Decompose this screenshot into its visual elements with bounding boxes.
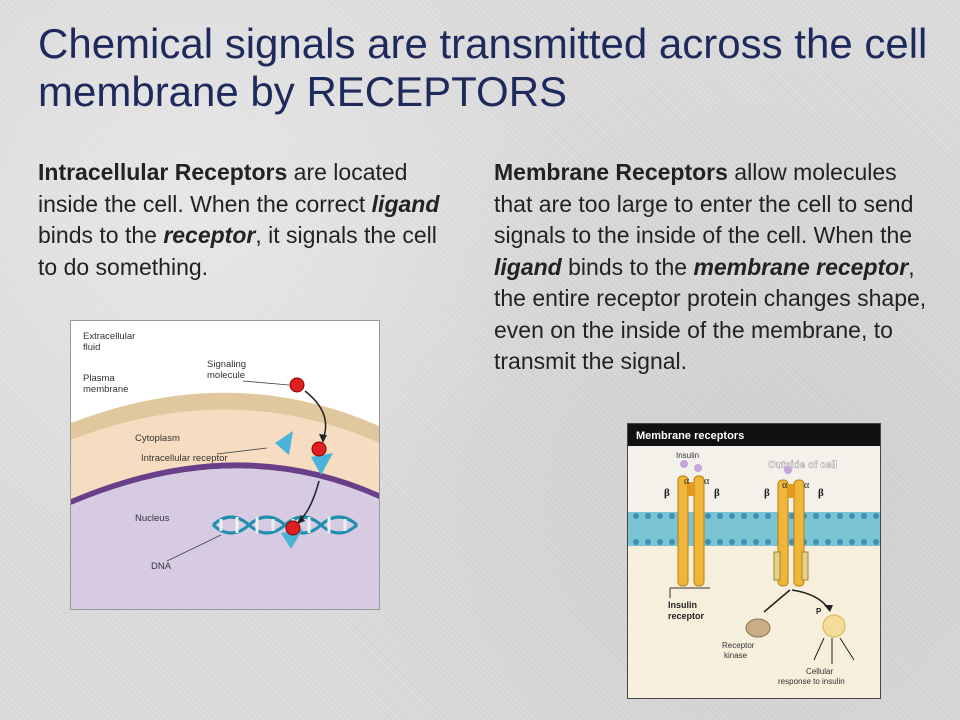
- intracellular-receptors-text: Intracellular Receptors are located insi…: [38, 157, 458, 283]
- label-line: Insulin: [668, 600, 697, 610]
- label-line: Plasma: [83, 373, 115, 384]
- intracellular-receptor-shape: [275, 431, 293, 455]
- bound-ligand: [311, 441, 327, 457]
- insulin-molecule: [784, 466, 792, 474]
- signaling-molecule: [289, 377, 305, 393]
- alpha-label: α: [782, 480, 788, 491]
- label-dna: DNA: [151, 561, 172, 572]
- label-line: molecule: [207, 370, 245, 381]
- ligand-on-dna: [285, 520, 301, 536]
- beta-label: β: [664, 487, 670, 499]
- label-line: Receptor: [722, 641, 755, 650]
- label-line: membrane: [83, 384, 128, 395]
- nucleus-region: [71, 468, 379, 609]
- label-line: response to insulin: [778, 677, 845, 686]
- insulin-receptor-unbound: [677, 475, 705, 587]
- arrow-head: [319, 434, 327, 443]
- text-span: , the entire receptor protein changes sh…: [494, 253, 927, 375]
- label-line: kinase: [724, 651, 748, 660]
- ligand-term: ligand: [494, 253, 562, 280]
- alpha-label: α: [804, 480, 810, 491]
- label-line: Signaling: [207, 359, 246, 370]
- insulin-molecule: [680, 460, 688, 468]
- text-span: allow molecules that are too large to en…: [494, 159, 914, 248]
- label-line: Cellular: [806, 667, 833, 676]
- insulin-label: Insulin: [676, 451, 699, 460]
- insulin-receptor-bound: [773, 479, 809, 587]
- intracellular-receptors-term: Intracellular Receptors: [38, 159, 288, 185]
- membrane-receptors-text: Membrane Receptors allow molecules that …: [494, 157, 934, 378]
- slide-title: Chemical signals are transmitted across …: [38, 20, 928, 115]
- plasma-membrane-band: [71, 392, 379, 443]
- receptor-ligand-complex: [311, 453, 333, 475]
- membrane-receptors-term: Membrane Receptors: [494, 159, 728, 185]
- nuclear-envelope: [71, 462, 379, 505]
- text-span: binds to the: [561, 253, 694, 280]
- membrane-receptor-term: membrane receptor: [693, 253, 909, 280]
- membrane-receptor-figure: Membrane receptors Outside of cell Ins: [627, 423, 881, 699]
- alpha-label: α: [684, 476, 690, 487]
- outside-of-cell-label: Outside of cell: [768, 460, 837, 471]
- text-span: binds to the: [38, 222, 164, 248]
- text-span: , it signals the cell to do something.: [38, 222, 437, 280]
- label-intracellular-receptor: Intracellular receptor: [141, 453, 228, 464]
- membrane-diagram: Membrane receptors Outside of cell Ins: [628, 424, 880, 698]
- receptor-kinase-shape: [745, 618, 771, 638]
- beta-label: β: [818, 487, 824, 499]
- dna-helix: [212, 515, 358, 535]
- header-bar: [628, 424, 880, 446]
- beta-label: β: [764, 487, 770, 499]
- membrane-receptors-header: Membrane receptors: [636, 430, 744, 442]
- receptor-term: receptor: [163, 222, 256, 248]
- insulin-molecule: [694, 464, 702, 472]
- ligand-term: ligand: [371, 190, 440, 217]
- alpha-label: α: [704, 476, 710, 487]
- p-label: P: [816, 607, 822, 616]
- text-span: are located inside the cell. When the co…: [38, 159, 408, 217]
- activated-kinase: [822, 614, 846, 638]
- arrow-head: [297, 515, 305, 524]
- beta-label: β: [714, 487, 720, 499]
- label-nucleus: Nucleus: [135, 513, 170, 524]
- label-cytoplasm: Cytoplasm: [135, 433, 180, 444]
- label-line: receptor: [668, 611, 705, 621]
- label-line: Extracellular: [83, 331, 135, 342]
- label-line: fluid: [83, 342, 100, 353]
